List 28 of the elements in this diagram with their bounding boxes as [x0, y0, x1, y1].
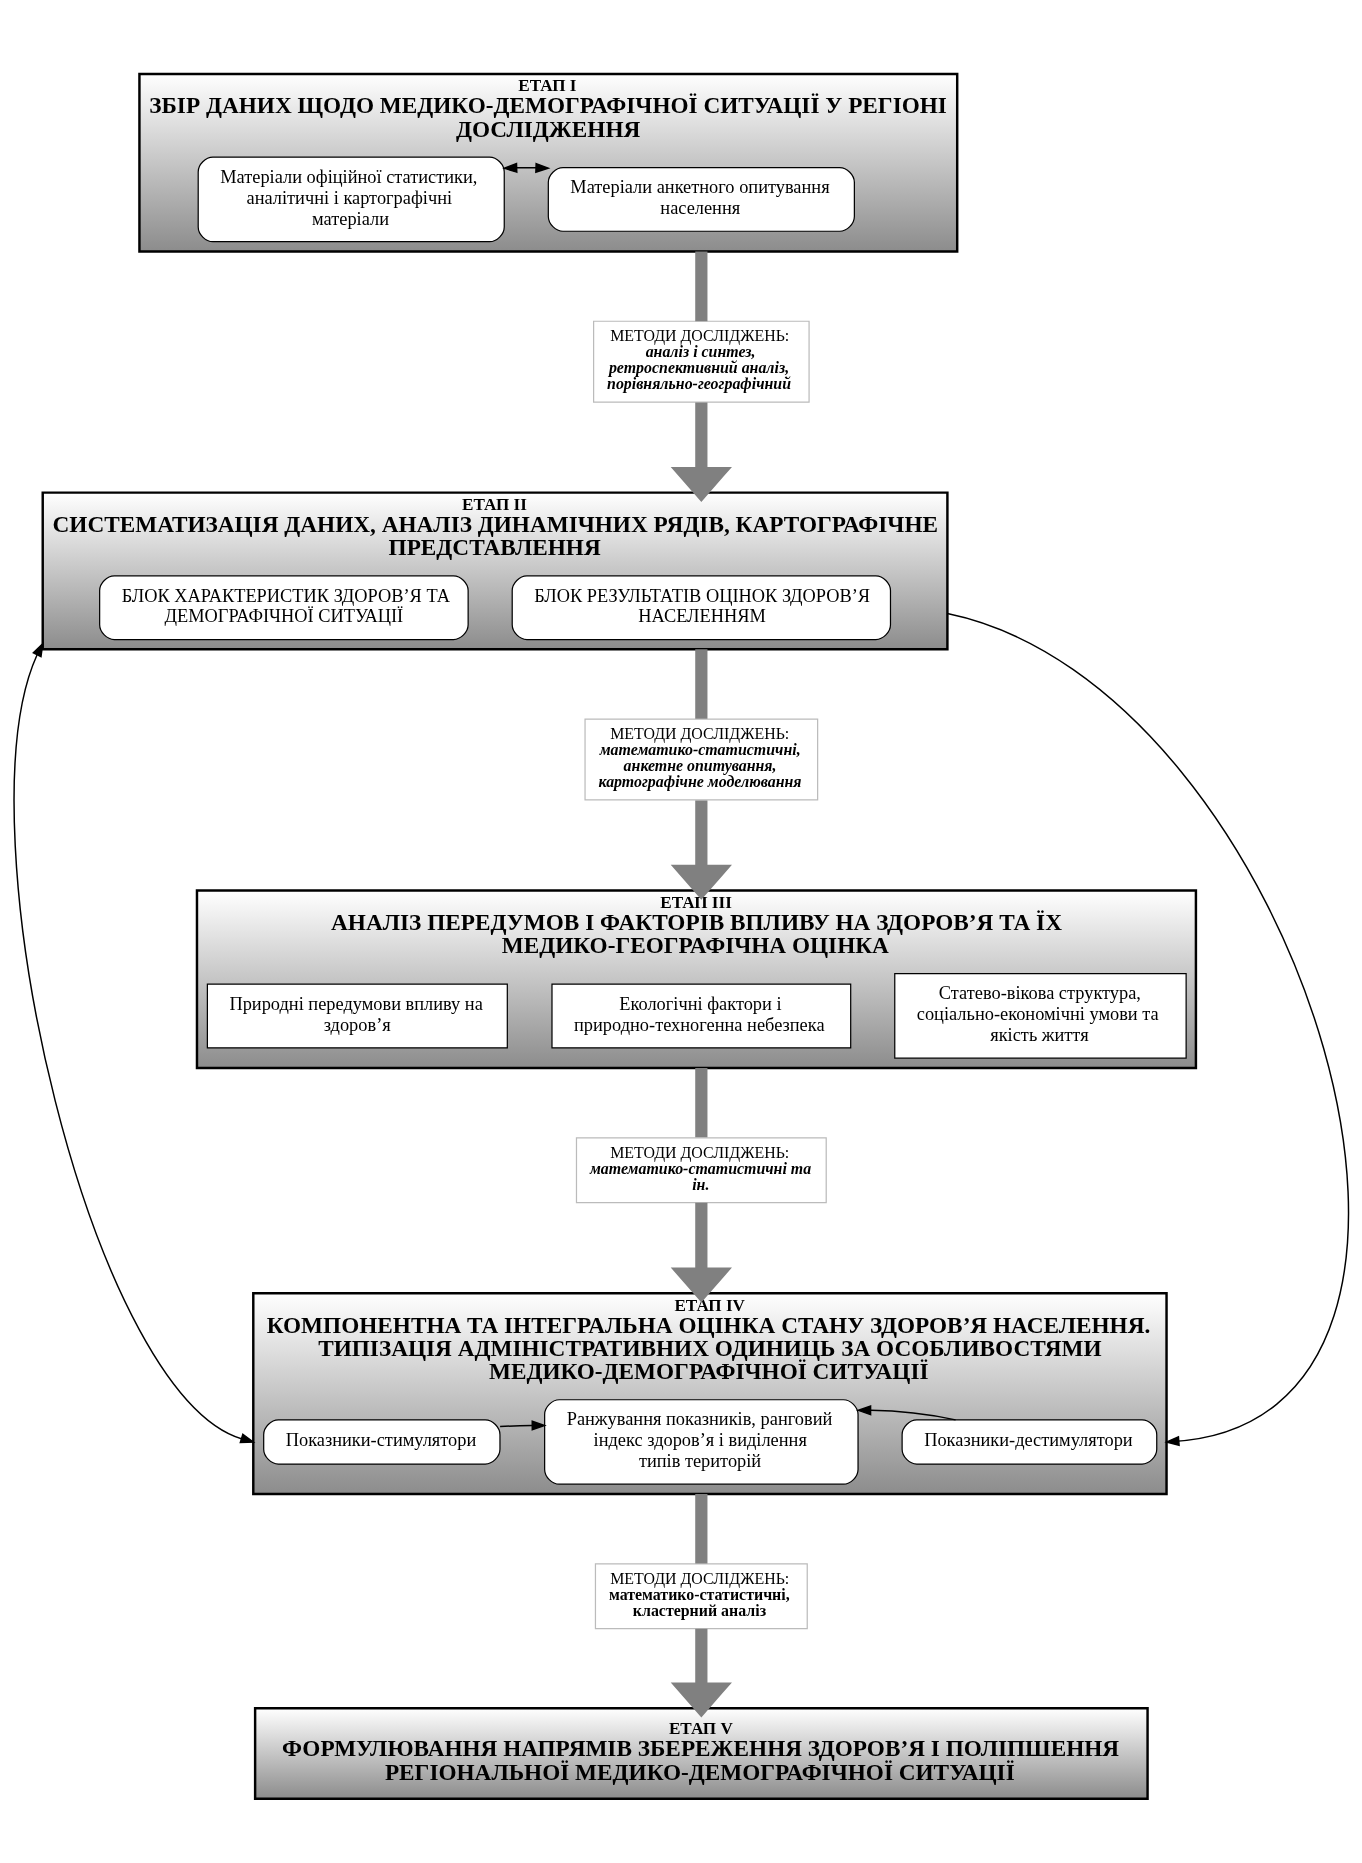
node-box: Матеріали анкетного опитування населення	[547, 167, 855, 232]
node-box: БЛОК ХАРАКТЕРИСТИК ЗДОРОВ’Я ТА ДЕМОГРАФІЧНОЇ СИТУАЦІЇ	[98, 575, 469, 641]
node-box: Матеріали офіційної статистики, аналітичні і картографічні матеріали	[197, 156, 505, 243]
node-box: БЛОК РЕЗУЛЬТАТІВ ОЦІНОК ЗДОРОВ’Я НАСЕЛЕННЯМ	[511, 575, 891, 641]
arrow	[501, 162, 550, 174]
connector	[694, 1068, 707, 1138]
arrow	[670, 1628, 732, 1718]
connector	[694, 1494, 707, 1564]
connector	[694, 251, 707, 322]
node-box: Показники-дестимулятори	[901, 1419, 1157, 1465]
node-box: Ранжування показників, ранговий індекс здоров’я і виділення типів територій	[543, 1399, 859, 1485]
node-box: ЕТАП V ФОРМУЛЮВАННЯ НАПРЯМІВ ЗБЕРЕЖЕННЯ ЗДОРОВ’Я І ПОЛІПШЕННЯ РЕГІОНАЛЬНОЇ МЕДИКО-ДЕМОГРАФІЧНОЇ СИТУАЦІЇ	[253, 1707, 1149, 1801]
node-box: МЕТОДИ ДОСЛІДЖЕНЬ: аналіз і синтез, ретроспективний аналіз, порівняльно-географічний	[592, 320, 810, 403]
node-box: Статево-вікова структура, соціально-економічні умови та якість життя	[893, 973, 1187, 1059]
arrow	[670, 800, 732, 900]
node-box: Показники-стимулятори	[262, 1419, 501, 1465]
arrow	[855, 1405, 956, 1421]
node-box: МЕТОДИ ДОСЛІДЖЕНЬ: математико-статистичні, анкетне опитування, картографічне моделювання	[583, 718, 818, 801]
arrow	[670, 402, 732, 502]
arrow	[13, 641, 255, 1444]
node-box: МЕТОДИ ДОСЛІДЖЕНЬ: математико-статистичні та ін.	[575, 1137, 827, 1204]
node-box: Природні передумови впливу на здоров’я	[206, 983, 508, 1049]
node-box: МЕТОДИ ДОСЛІДЖЕНЬ: математико-статистичні, кластерний аналіз	[594, 1563, 808, 1630]
node-box: Екологічні фактори і природно-техногенна небезпека	[550, 983, 851, 1049]
arrow	[498, 1420, 547, 1431]
arrow	[670, 1202, 732, 1303]
connector	[694, 649, 707, 719]
arrow	[946, 612, 1349, 1447]
